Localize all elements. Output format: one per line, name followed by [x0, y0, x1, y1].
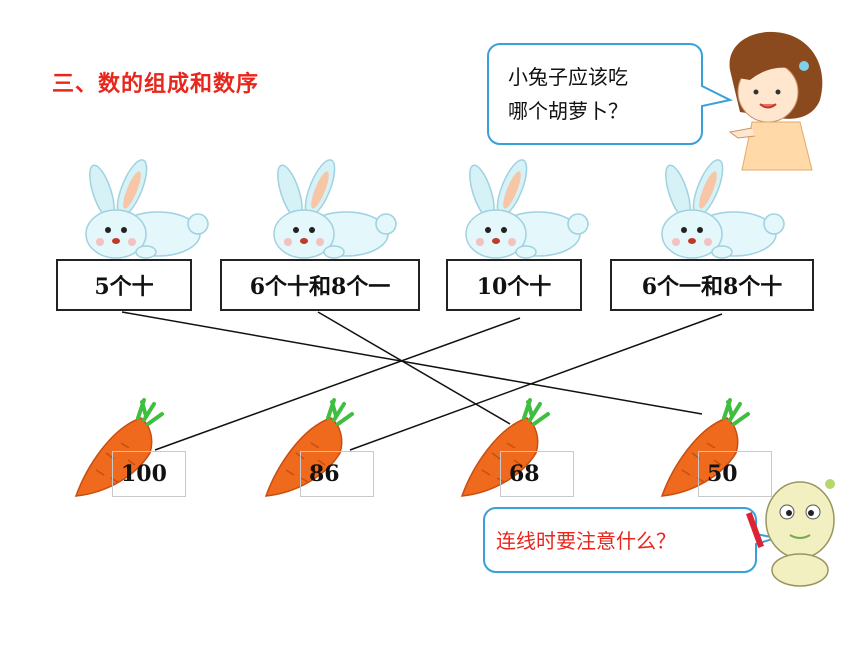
- line-10-tens-to-100: [154, 317, 521, 451]
- rabbit-2: [272, 155, 397, 259]
- label-box-2[interactable]: 6个十和8个一: [220, 259, 420, 311]
- line-5-tens-to-50: [121, 311, 703, 415]
- label-box-3[interactable]: 10个十: [446, 259, 582, 311]
- rabbit-1: [84, 155, 209, 259]
- number-box-2[interactable]: 86: [300, 451, 374, 497]
- dino-illustration: [746, 479, 835, 587]
- girl-bubble-line-1: 小兔子应该吃: [508, 65, 628, 89]
- label-box-4[interactable]: 6个一和8个十: [610, 259, 814, 311]
- girl-bubble-line-2: 哪个胡萝卜？: [508, 99, 628, 123]
- girl-bubble-text: 小兔子应该吃 哪个胡萝卜？: [508, 60, 688, 128]
- number-box-4[interactable]: 50: [698, 451, 772, 497]
- girl-speech-bubble: [487, 43, 733, 145]
- dino-speech-bubble: [483, 507, 777, 573]
- connection-lines: [121, 311, 723, 451]
- girl-illustration: [728, 31, 823, 171]
- line-6-tens-8-ones-to-68: [317, 311, 511, 425]
- label-box-1[interactable]: 5个十: [56, 259, 192, 311]
- dino-bubble-text: 连线时要注意什么？: [496, 529, 676, 553]
- line-6-ones-8-tens-to-86: [349, 313, 723, 451]
- rabbit-4: [660, 155, 785, 259]
- number-box-1[interactable]: 100: [112, 451, 186, 497]
- section-heading: 三、数的组成和数序: [52, 72, 260, 97]
- rabbit-3: [464, 155, 589, 259]
- number-box-3[interactable]: 68: [500, 451, 574, 497]
